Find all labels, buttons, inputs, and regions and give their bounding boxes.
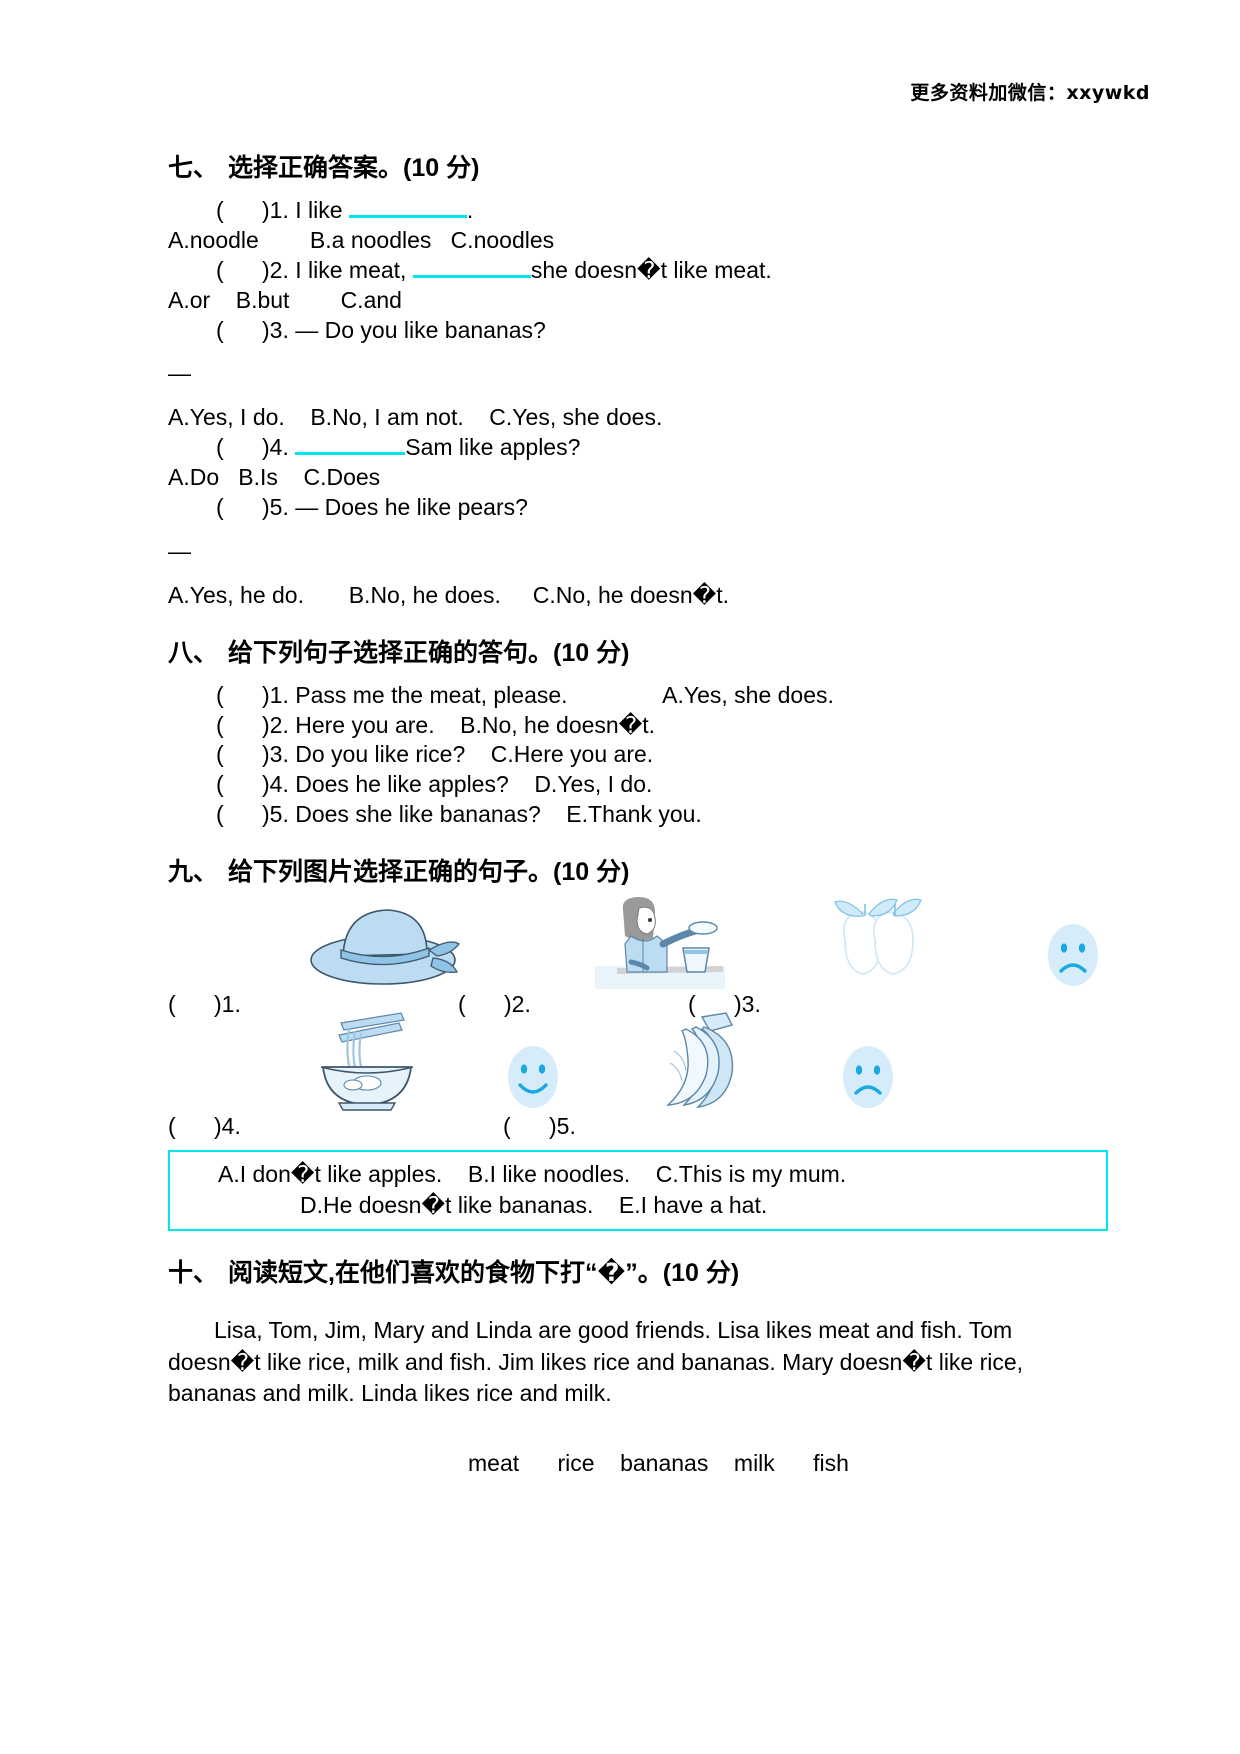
options-7-2[interactable]: A.or B.but C.and bbox=[168, 286, 402, 313]
question-7-4: ( )4. Sam like apples? bbox=[168, 433, 1108, 463]
q7-5-dash: — bbox=[168, 537, 191, 564]
picture-item-2-label[interactable]: ( )2. bbox=[458, 991, 531, 1018]
answer-box-line-1[interactable]: A.I don�t like apples. B.I like noodles.… bbox=[218, 1161, 847, 1188]
q7-2-stem-before: I like meat, bbox=[295, 256, 413, 283]
question-7-5: ( )5. — Does he like pears? bbox=[168, 493, 1108, 523]
q7-3-bracket[interactable]: ( )3. bbox=[216, 316, 296, 343]
question-7-3: ( )3. — Do you like bananas? bbox=[168, 316, 1108, 346]
section-9-heading: 九、给下列图片选择正确的句子。(10 分) bbox=[168, 852, 1108, 888]
q7-2-stem-after: she doesn�t like meat. bbox=[530, 256, 772, 283]
q7-1-stem-after: . bbox=[466, 197, 474, 223]
match-item-3[interactable]: ( )3. Do you like rice? C.Here you are. bbox=[216, 741, 654, 768]
answer-box-line-2[interactable]: D.He doesn�t like bananas. E.I have a ha… bbox=[300, 1191, 768, 1218]
section-10-heading: 十、阅读短文,在他们喜欢的食物下打“�”。(10 分) bbox=[168, 1253, 1108, 1289]
match-item-4[interactable]: ( )4. Does he like apples? D.Yes, I do. bbox=[216, 771, 653, 798]
section-9-answer-box: A.I don�t like apples. B.I like noodles.… bbox=[168, 1150, 1108, 1231]
match-item-5[interactable]: ( )5. Does she like bananas? E.Thank you… bbox=[216, 801, 702, 828]
q7-5-bracket[interactable]: ( )5. bbox=[216, 494, 296, 521]
options-7-3[interactable]: A.Yes, I do. B.No, I am not. C.Yes, she … bbox=[168, 404, 663, 431]
section-9-title: 给下列图片选择正确的句子。(10 分) bbox=[228, 858, 630, 887]
options-7-1[interactable]: A.noodle B.a noodles C.noodles bbox=[168, 226, 555, 253]
options-7-4[interactable]: A.Do B.Is C.Does bbox=[168, 464, 381, 491]
apples-image bbox=[761, 867, 980, 1022]
q7-4-blank[interactable] bbox=[295, 452, 406, 456]
picture-item-2[interactable]: ( )2. bbox=[458, 867, 725, 1022]
q7-2-blank[interactable] bbox=[412, 274, 531, 278]
sad-face-icon-3 bbox=[980, 894, 1102, 1022]
woman-cooking-image bbox=[531, 867, 725, 1022]
blue-hat-image bbox=[241, 867, 475, 1022]
q7-4-bracket[interactable]: ( )4. bbox=[216, 434, 296, 461]
question-7-1: ( )1. I like . bbox=[168, 196, 1108, 226]
q7-3-dash: — bbox=[168, 360, 191, 387]
reading-passage: Lisa, Tom, Jim, Mary and Linda are good … bbox=[168, 1316, 1024, 1407]
section-8-number: 八、 bbox=[168, 638, 219, 667]
food-word-list: meat rice bananas milk fish bbox=[468, 1450, 849, 1477]
sad-face-icon-5 bbox=[775, 1016, 897, 1144]
section-8-heading: 八、给下列句子选择正确的答句。(10 分) bbox=[168, 633, 1108, 669]
q7-4-stem-after: Sam like apples? bbox=[405, 434, 581, 461]
question-7-2: ( )2. I like meat, she doesn�t like meat… bbox=[168, 256, 1108, 286]
match-item-2[interactable]: ( )2. Here you are. B.No, he doesn�t. bbox=[216, 711, 656, 738]
section-7-heading: 七、选择正确答案。(10 分) bbox=[168, 148, 1108, 184]
section-10-title: 阅读短文,在他们喜欢的食物下打“�”。(10 分) bbox=[228, 1258, 740, 1287]
picture-item-1[interactable]: ( )1. bbox=[168, 867, 460, 1022]
noodle-bowl-image bbox=[241, 984, 440, 1144]
section-7-number: 七、 bbox=[168, 154, 219, 182]
picture-item-4-label[interactable]: ( )4. bbox=[168, 1113, 241, 1140]
q7-3-stem: — Do you like bananas? bbox=[295, 316, 546, 343]
options-7-5[interactable]: A.Yes, he do. B.No, he does. C.No, he do… bbox=[168, 581, 729, 608]
picture-row-top: ( )1. ( )2. bbox=[168, 897, 1108, 1022]
watermark-text: 更多资料加微信：xxywkd bbox=[910, 82, 1150, 104]
q7-1-blank[interactable] bbox=[348, 215, 467, 218]
section-7-title: 选择正确答案。(10 分) bbox=[228, 154, 480, 182]
picture-item-5[interactable]: ( )5. bbox=[503, 984, 897, 1144]
picture-item-5-label[interactable]: ( )5. bbox=[503, 1113, 576, 1140]
bananas-image bbox=[576, 984, 775, 1144]
q7-1-bracket[interactable]: ( )1. bbox=[216, 197, 296, 223]
section-10-number: 十、 bbox=[168, 1258, 219, 1287]
happy-face-icon-4 bbox=[440, 1016, 562, 1144]
picture-item-1-label[interactable]: ( )1. bbox=[168, 991, 241, 1018]
picture-item-3-label[interactable]: ( )3. bbox=[688, 991, 761, 1018]
worksheet-content: 七、选择正确答案。(10 分) ( )1. I like . A.noodle … bbox=[168, 148, 1108, 1477]
picture-item-3[interactable]: ( )3. bbox=[688, 867, 1102, 1022]
q7-5-stem: — Does he like pears? bbox=[295, 494, 528, 521]
q7-2-bracket[interactable]: ( )2. bbox=[216, 256, 296, 283]
section-9-number: 九、 bbox=[168, 858, 219, 887]
section-8-title: 给下列句子选择正确的答句。(10 分) bbox=[228, 638, 630, 667]
picture-item-4[interactable]: ( )4. bbox=[168, 984, 558, 1144]
match-item-1[interactable]: ( )1. Pass me the meat, please. A.Yes, s… bbox=[216, 681, 834, 708]
picture-row-bottom: ( )4. bbox=[168, 1012, 1108, 1144]
q7-1-stem-before: I like bbox=[295, 197, 349, 223]
